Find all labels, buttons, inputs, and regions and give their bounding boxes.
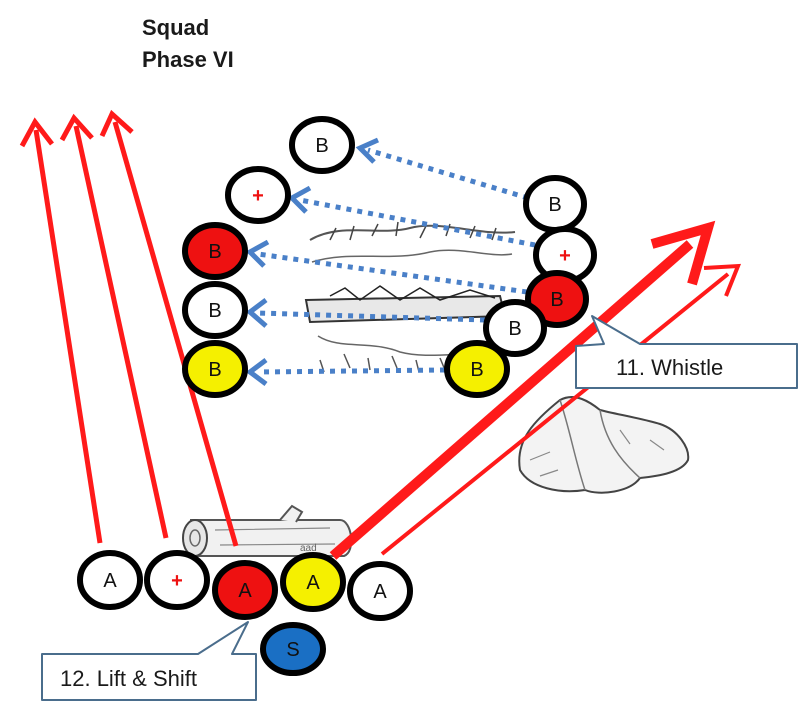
red-arrow-thick bbox=[329, 240, 694, 560]
node-circle bbox=[225, 166, 291, 224]
node-circle bbox=[280, 552, 346, 612]
node-b-right-top: B bbox=[523, 175, 587, 233]
node-label: + bbox=[559, 245, 571, 267]
node-s: S bbox=[260, 622, 326, 676]
chevron-left-icon bbox=[246, 298, 268, 328]
red-arrows bbox=[33, 121, 730, 560]
node-label: + bbox=[171, 570, 183, 592]
node-a-1: A bbox=[77, 550, 143, 610]
svg-text:aad: aad bbox=[300, 543, 317, 554]
red-arrow-3 bbox=[112, 121, 239, 547]
node-b-white-right: B bbox=[483, 299, 547, 357]
dotted-arrow-5 bbox=[257, 367, 446, 375]
dotted-arrow-1 bbox=[367, 147, 529, 201]
callout-whistle: 11. Whistle bbox=[575, 315, 798, 389]
dotted-arrow-2 bbox=[299, 197, 536, 248]
arrow-up-right-icon bbox=[650, 220, 716, 286]
dotted-arrowheads bbox=[245, 137, 380, 386]
node-label: B bbox=[550, 289, 563, 311]
node-circle bbox=[182, 222, 248, 280]
dotted-arrow-3 bbox=[257, 251, 528, 295]
node-circle bbox=[182, 281, 248, 339]
chevron-left-icon bbox=[355, 137, 380, 164]
title-line-2: Phase VI bbox=[142, 47, 234, 72]
node-b-red-right: B bbox=[525, 270, 589, 328]
node-plus-left: + bbox=[225, 166, 291, 224]
node-label: B bbox=[315, 135, 328, 157]
node-label: S bbox=[286, 639, 299, 661]
node-b-white-left: B bbox=[182, 281, 248, 339]
nodes: B + B B B B + B B B A + A A A S bbox=[77, 116, 597, 676]
chevron-left-icon bbox=[287, 185, 312, 214]
node-a-yellow: A bbox=[280, 552, 346, 612]
chevron-left-icon bbox=[245, 358, 268, 386]
node-circle bbox=[444, 340, 510, 398]
arrow-up-right-icon bbox=[703, 263, 742, 297]
node-label: B bbox=[208, 300, 221, 322]
red-arrowheads bbox=[19, 109, 742, 297]
red-arrow-5 bbox=[380, 272, 730, 556]
chevron-left-icon bbox=[245, 239, 270, 268]
callout-whistle-text: 11. Whistle bbox=[616, 355, 723, 380]
node-circle bbox=[289, 116, 355, 174]
dotted-arrows bbox=[257, 147, 536, 375]
red-arrow-1 bbox=[33, 129, 103, 544]
callout-lift-shift-text: 12. Lift & Shift bbox=[60, 666, 197, 691]
node-label: B bbox=[208, 241, 221, 263]
node-label: A bbox=[238, 580, 252, 602]
node-circle bbox=[260, 622, 326, 676]
node-circle bbox=[483, 299, 547, 357]
node-b-yellow-left: B bbox=[182, 340, 248, 398]
node-label: A bbox=[103, 570, 117, 592]
arrow-up-icon bbox=[59, 113, 94, 142]
node-circle bbox=[347, 561, 413, 621]
title-line-1: Squad bbox=[142, 15, 210, 40]
arrow-up-icon bbox=[19, 117, 54, 148]
log-sketch-icon: aad bbox=[182, 504, 353, 557]
title: Squad Phase VI bbox=[142, 12, 234, 76]
node-circle bbox=[212, 560, 278, 620]
red-arrow-2 bbox=[73, 125, 169, 539]
node-label: B bbox=[208, 359, 221, 381]
node-b-top: B bbox=[289, 116, 355, 174]
node-a-red: A bbox=[212, 560, 278, 620]
node-circle bbox=[77, 550, 143, 610]
node-b-red-left: B bbox=[182, 222, 248, 280]
node-label: A bbox=[306, 572, 320, 594]
node-plus-bottom: + bbox=[144, 550, 210, 610]
node-b-yellow-right: B bbox=[444, 340, 510, 398]
node-circle bbox=[525, 270, 589, 328]
rock-sketch-icon bbox=[518, 396, 690, 494]
node-circle bbox=[144, 550, 210, 610]
node-label: B bbox=[548, 194, 561, 216]
node-label: B bbox=[508, 318, 521, 340]
node-label: A bbox=[373, 581, 387, 603]
node-a-5: A bbox=[347, 561, 413, 621]
node-circle bbox=[182, 340, 248, 398]
callout-lift-shift: 12. Lift & Shift bbox=[41, 621, 257, 701]
node-label: B bbox=[470, 359, 483, 381]
node-label: + bbox=[252, 185, 264, 207]
dotted-arrow-4 bbox=[257, 310, 486, 323]
arrow-up-icon bbox=[99, 109, 134, 138]
